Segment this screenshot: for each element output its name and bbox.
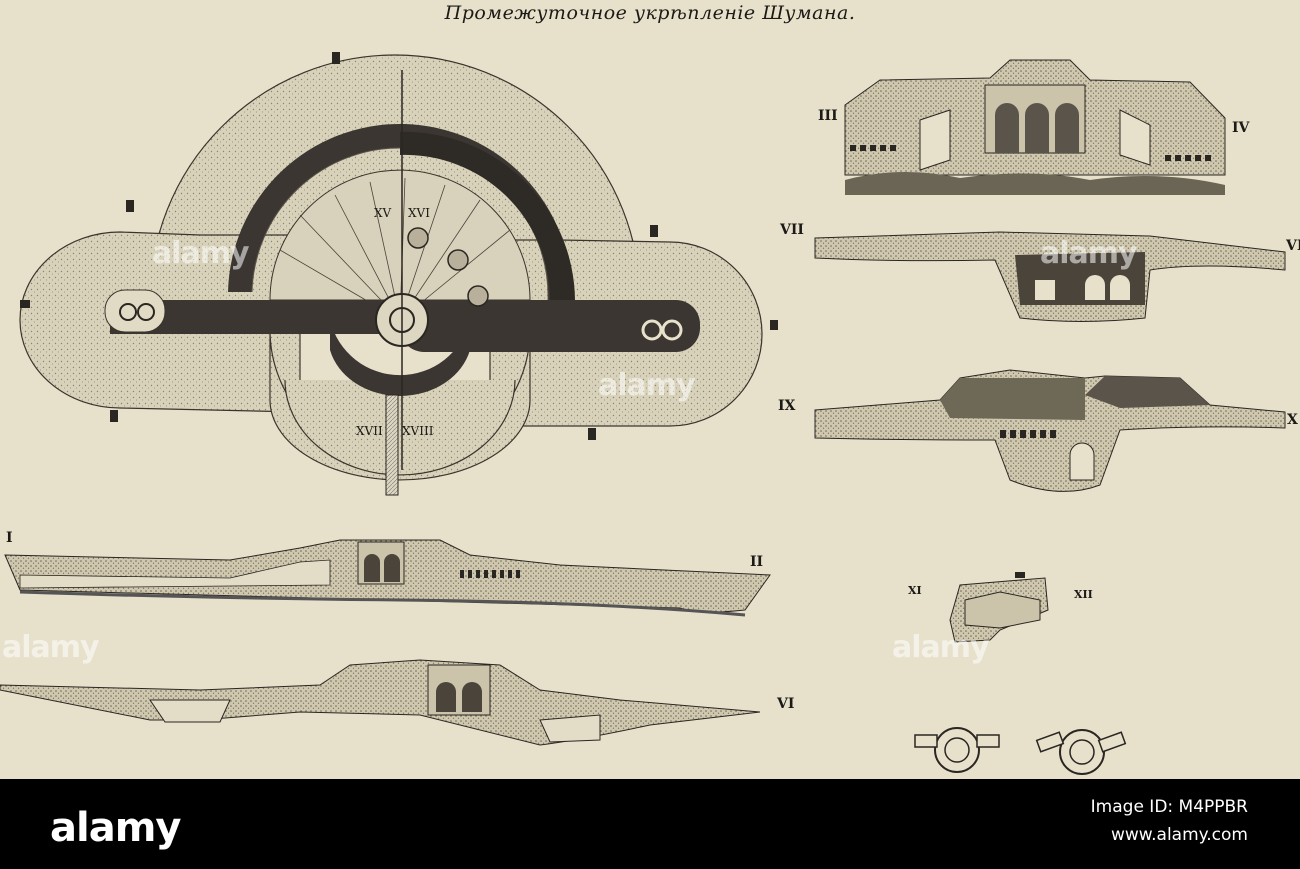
label-iv: IV — [1232, 120, 1250, 136]
label-ii: II — [750, 554, 764, 570]
label-xv: XV — [374, 206, 392, 220]
watermark: alamy — [152, 236, 250, 271]
label-xi: XI — [908, 584, 922, 597]
fortification-drawing — [0, 52, 1286, 775]
label-xvi: XVI — [408, 206, 430, 220]
label-i: I — [6, 530, 13, 546]
label-vi: VI — [777, 696, 795, 712]
plan-gallery-right — [400, 300, 700, 352]
section-xi-xii — [949, 572, 1049, 643]
label-viii: VI — [1286, 238, 1300, 254]
drawing-sheet: Промежуточное укрѣпленіе Шумана. III IV … — [0, 0, 1300, 779]
watermark: alamy — [2, 630, 100, 665]
section-vii-viii — [814, 231, 1286, 322]
brand-logo: alamy — [50, 805, 181, 851]
site-url: www.alamy.com — [1110, 825, 1248, 845]
label-xii: XII — [1074, 588, 1093, 601]
section-ix-x — [814, 369, 1286, 492]
watermark: alamy — [1040, 236, 1138, 271]
footer-bar: alamy Image ID: M4PPBR www.alamy.com — [0, 779, 1300, 869]
section-iii-iv — [844, 59, 1226, 195]
plan-view — [19, 52, 778, 496]
label-xvii: XVII — [356, 424, 383, 438]
section-v-vi — [0, 659, 761, 746]
drawing-title: Промежуточное укрѣпленіе Шумана. — [444, 2, 856, 24]
section-i-ii — [4, 539, 771, 617]
label-ix: IX — [778, 398, 796, 414]
label-x: X — [1287, 412, 1298, 428]
watermark: alamy — [598, 368, 696, 403]
watermark: alamy — [892, 630, 990, 665]
label-iii: III — [818, 108, 838, 124]
image-id: Image ID: M4PPBR — [1090, 797, 1248, 817]
detail-plans — [914, 727, 1127, 775]
label-xviii: XVIII — [402, 424, 434, 438]
label-vii: VII — [780, 222, 804, 238]
